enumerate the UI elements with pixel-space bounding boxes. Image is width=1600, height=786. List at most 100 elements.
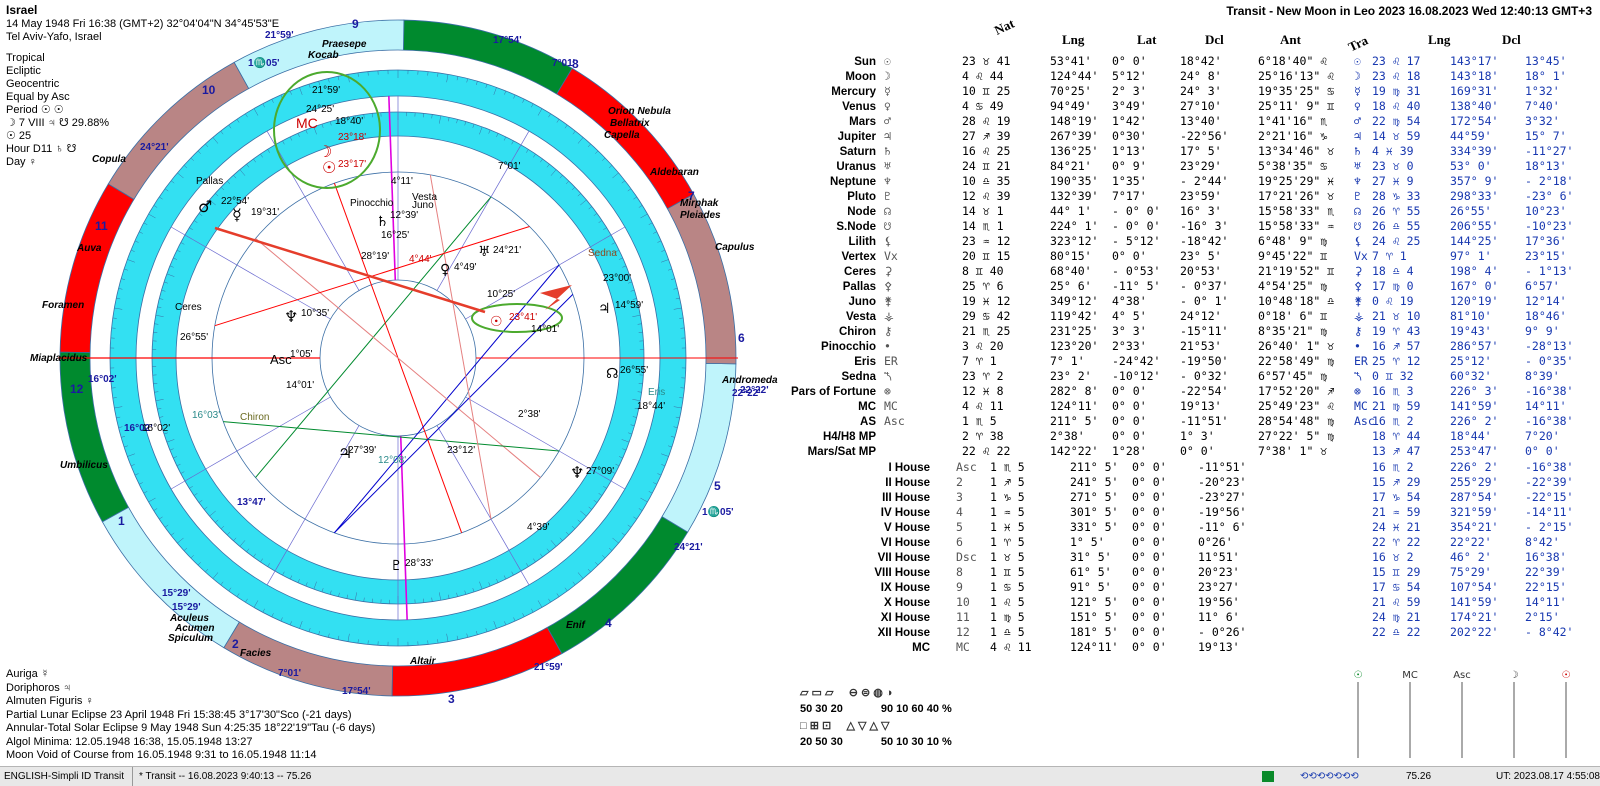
row-cell: 211° 5': [1050, 414, 1098, 429]
house-name: V House: [780, 521, 930, 536]
row-cell: ♇: [884, 189, 891, 204]
row-cell: ⚴: [1354, 279, 1362, 294]
row-cell: 6°48' 9" ♍: [1258, 234, 1327, 249]
row-cell: 20 ♊ 15: [962, 249, 1010, 264]
row-cell: 142°22': [1050, 444, 1098, 459]
nav-icons[interactable]: ⟲⟲⟲⟲⟲⟲⟲: [1300, 767, 1359, 786]
row-cell: 15°58'33" ♒: [1258, 219, 1334, 234]
row-cell: ☉: [1354, 54, 1361, 69]
house-cell: 12: [956, 625, 970, 640]
row-cell: ⊗: [1354, 384, 1361, 399]
row-cell: 143°18': [1450, 69, 1498, 84]
house-cell: -22°39': [1525, 475, 1573, 490]
row-cell: 10°23': [1525, 204, 1567, 219]
row-cell: 282° 8': [1050, 384, 1098, 399]
house-number: 6: [738, 331, 745, 345]
row-cell: 226° 2': [1450, 414, 1498, 429]
row-cell: 5°12': [1112, 69, 1147, 84]
row-cell: ⚷: [884, 324, 892, 339]
house-number: 1: [118, 514, 125, 528]
row-cell: 22 ♌ 22: [962, 444, 1010, 459]
row-cell: 357° 9': [1450, 174, 1498, 189]
row-cell: -16°38': [1525, 384, 1573, 399]
row-cell: 25 ♈ 6: [962, 279, 1004, 294]
house-cell: 8: [956, 565, 963, 580]
house-cell: 211° 5': [1070, 460, 1118, 475]
house-cell: 3: [956, 490, 963, 505]
row-cell: 334°39': [1450, 144, 1498, 159]
row-cell: ⊗: [884, 384, 891, 399]
status-tab[interactable]: * Transit -- 16.08.2023 9:40:13 -- 75.26: [132, 767, 317, 786]
house-cell: - 8°42': [1525, 625, 1573, 640]
row-cell: 23°29': [1180, 159, 1222, 174]
degree-mark: 21°59': [534, 662, 563, 673]
row-cell: 25 ♈ 12: [1372, 354, 1420, 369]
row-cell: 97° 1': [1450, 249, 1492, 264]
row-cell: 21 ♏ 25: [962, 324, 1010, 339]
row-cell: 323°12': [1050, 234, 1098, 249]
row-name: Node: [780, 205, 876, 220]
house-name: MC: [780, 641, 930, 656]
row-cell: 13°40': [1180, 114, 1222, 129]
degree-mark: 17°54': [493, 35, 522, 46]
row-cell: 17° 5': [1180, 144, 1222, 159]
star-label: Miaplacidus: [30, 353, 88, 364]
row-cell: ⚳: [884, 264, 892, 279]
planet-glyph: ♇: [390, 558, 403, 574]
row-cell: 120°19': [1450, 294, 1498, 309]
point-label: Asc: [270, 352, 292, 367]
row-cell: 5°38'35" ♋: [1258, 159, 1327, 174]
row-name: Venus: [780, 100, 876, 115]
row-cell: 17°36': [1525, 234, 1567, 249]
row-cell: 23 ♈ 2: [962, 369, 1004, 384]
row-cell: 144°25': [1450, 234, 1498, 249]
row-name: Pallas: [780, 280, 876, 295]
row-name: Mars: [780, 115, 876, 130]
row-cell: 22°58'49" ♍: [1258, 354, 1334, 369]
house-cell: 1 ♎ 5: [990, 625, 1025, 640]
house-cell: -19°56': [1198, 505, 1246, 520]
row-name: Mars/Sat MP: [780, 445, 876, 460]
